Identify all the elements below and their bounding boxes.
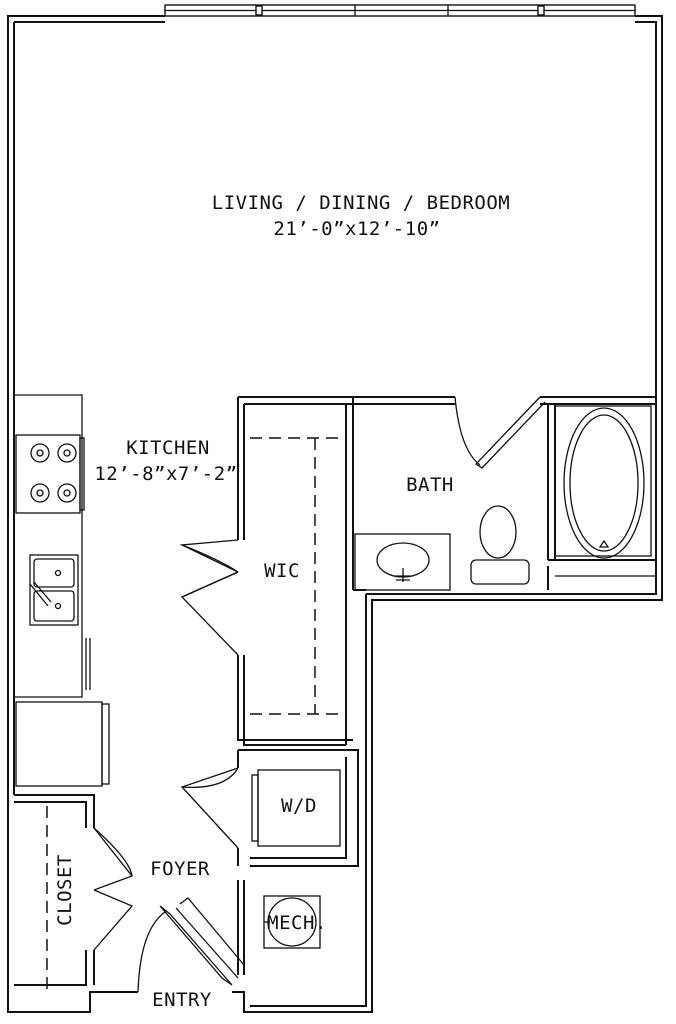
wic-doors <box>179 437 340 715</box>
refrigerator <box>15 701 110 787</box>
vanity <box>354 533 451 591</box>
bath-label: BATH <box>406 474 454 496</box>
living-room-label: LIVING / DINING / BEDROOM <box>212 192 510 214</box>
foyer-label: FOYER <box>150 858 210 880</box>
mech-label: MECH. <box>267 912 327 934</box>
interior-walls <box>13 395 656 975</box>
closet-label: CLOSET <box>54 854 76 926</box>
kitchen-sink <box>29 554 79 626</box>
wic-label: WIC <box>264 560 300 582</box>
kitchen-label: KITCHEN <box>126 437 210 459</box>
entry-label: ENTRY <box>152 989 212 1011</box>
bathtub <box>547 405 656 590</box>
wd-label: W/D <box>281 795 317 817</box>
bath-door <box>454 396 546 469</box>
mech-unit <box>263 895 321 949</box>
closet <box>14 794 134 990</box>
dishwasher <box>85 638 91 690</box>
washer-dryer <box>251 769 341 847</box>
kitchen-size: 12’-8”x7’-2” <box>94 463 237 485</box>
wd-door <box>180 767 239 849</box>
window-top <box>164 4 636 17</box>
toilet <box>470 505 530 585</box>
living-room-size: 21’-0”x12’-10” <box>273 218 440 240</box>
entry-door <box>137 897 245 993</box>
exterior-walls <box>7 15 663 1013</box>
kitchen-counter <box>14 394 85 698</box>
